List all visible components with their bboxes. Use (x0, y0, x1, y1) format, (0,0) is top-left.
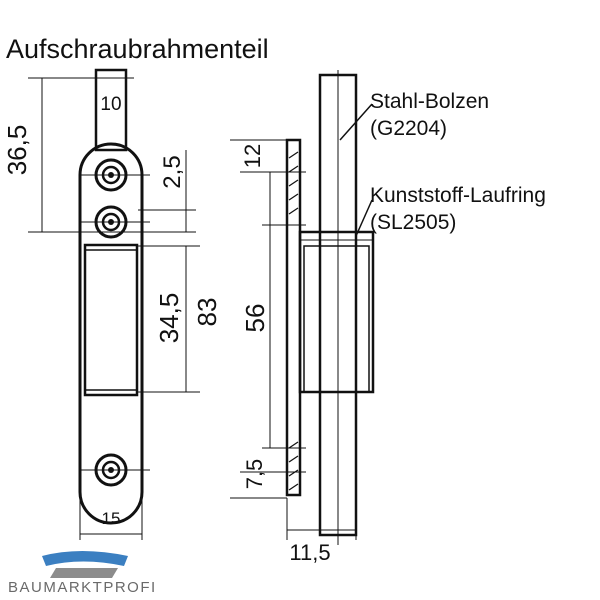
plastic-ring (298, 230, 375, 394)
dim-15: 15 (102, 509, 121, 528)
pin-top (94, 68, 128, 152)
callout-leaders (339, 103, 373, 237)
side-view (285, 70, 375, 545)
dim-36-5: 36,5 (2, 125, 32, 176)
body-section (83, 243, 139, 397)
front-dimension-lines (28, 77, 200, 540)
logo-text: BAUMARKTPROFI (8, 579, 157, 596)
drawing-title: Aufschraubrahmenteil (6, 34, 269, 64)
side-dimension-lines (230, 139, 357, 540)
dim-7-5: 7,5 (242, 459, 267, 490)
dim-56: 56 (240, 304, 270, 333)
dim-10: 10 (100, 94, 121, 115)
bolt-label: Stahl-Bolzen (370, 90, 489, 113)
bolt-code: (G2204) (370, 117, 447, 140)
dim-12: 12 (240, 144, 265, 168)
dim-11-5: 11,5 (289, 540, 330, 565)
plate-outline (78, 142, 144, 525)
dim-2-5: 2,5 (159, 155, 186, 188)
ring-label: Kunststoff-Laufring (370, 184, 546, 207)
dim-83: 83 (192, 298, 222, 327)
logo-mark (42, 551, 128, 578)
front-view (78, 68, 150, 525)
dim-34-5: 34,5 (154, 293, 184, 344)
side-plate (285, 138, 302, 497)
ring-code: (SL2505) (370, 211, 456, 234)
